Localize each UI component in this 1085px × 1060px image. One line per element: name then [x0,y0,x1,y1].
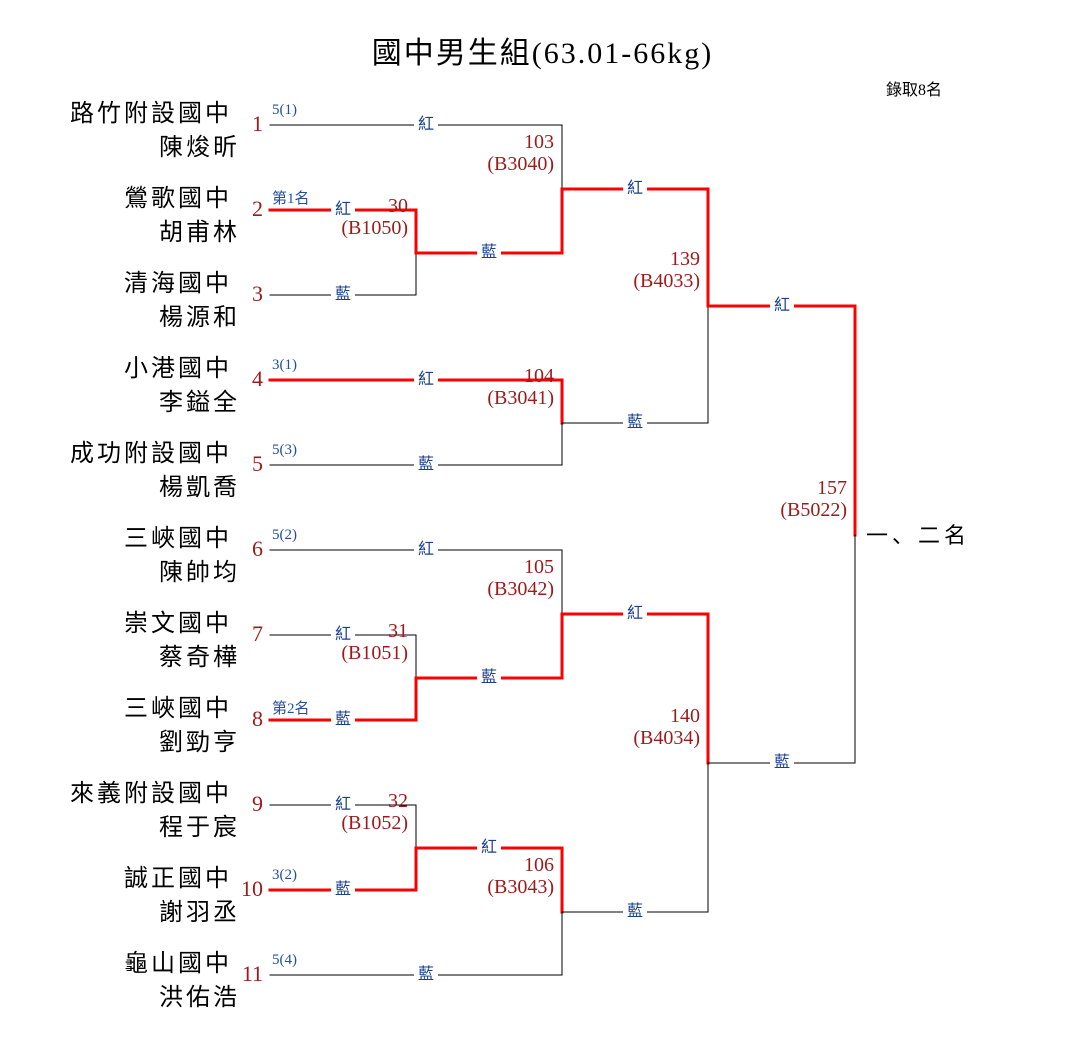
entry-seed-number: 5 [252,451,263,476]
entry-seed-number: 11 [241,961,263,986]
match-code: (B3041) [487,387,554,409]
corner-label-red: 紅 [414,371,439,389]
match-number: 157 [817,477,847,499]
corner-label-blue: 藍 [623,903,648,921]
entry-player: 蔡奇樺 [159,645,240,671]
entry-seed-number: 6 [252,536,263,561]
entry-note: 3(1) [272,357,297,373]
match-number: 31 [388,620,408,642]
corner-label-blue: 藍 [331,711,356,729]
corner-label-red: 紅 [770,297,795,315]
match-code: (B3042) [487,578,554,600]
corner-label-blue: 藍 [477,669,502,687]
entry-note: 5(1) [272,102,297,118]
match-number: 104 [524,365,554,387]
qualifier-count: 錄取8名 [886,82,943,99]
corner-label-blue: 藍 [331,881,356,899]
entry-seed-number: 4 [252,366,263,391]
corner-label-red: 紅 [331,201,356,219]
entry-seed-number: 7 [252,621,263,646]
entry-school: 崇文國中 [124,611,232,637]
entry-player: 謝羽丞 [159,900,240,926]
final-placement-label: 一、二名 [866,523,971,548]
entry-player: 程于宸 [159,815,240,841]
match-label: 30(B1050) [341,195,408,239]
entry-note: 第2名 [272,701,310,717]
match-code: (B4034) [633,727,700,749]
corner-label-red: 紅 [331,626,356,644]
corner-label-red: 紅 [477,839,502,857]
entry-player: 劉勁亨 [159,730,240,756]
match-label: 106(B3043) [487,854,554,898]
entry-seed-number: 1 [252,111,263,136]
entry-school: 三峽國中 [124,526,232,552]
entry-school: 誠正國中 [124,866,232,892]
entry-player: 陳帥均 [159,560,240,586]
match-label: 104(B3041) [487,365,554,409]
match-label: 31(B1051) [341,620,408,664]
entry-school: 來義附設國中 [70,781,232,807]
entry-player: 胡甫林 [159,220,240,246]
corner-label-blue: 藍 [623,414,648,432]
match-number: 139 [670,248,700,270]
entry-seed-number: 3 [252,281,263,306]
match-number: 140 [670,705,700,727]
match-code: (B1051) [341,642,408,664]
match-number: 32 [388,790,408,812]
match-label: 157(B5022) [780,477,847,521]
entry-note: 5(4) [272,952,297,968]
match-code: (B4033) [633,270,700,292]
match-code: (B3040) [487,153,554,175]
match-label: 32(B1052) [341,790,408,834]
match-number: 103 [524,131,554,153]
entry-seed-number: 2 [252,196,263,221]
entry-school: 清海國中 [124,271,232,297]
match-label: 105(B3042) [487,556,554,600]
entry-seed-number: 8 [252,706,263,731]
match-label: 103(B3040) [487,131,554,175]
entry-school: 鶯歌國中 [124,186,232,212]
match-code: (B3043) [487,876,554,898]
bracket-title: 國中男生組(63.01-66kg) [371,37,714,70]
entry-note: 5(3) [272,442,297,458]
entry-school: 小港國中 [124,356,232,382]
entry-note: 3(2) [272,867,297,883]
match-code: (B1050) [341,217,408,239]
entry-note: 5(2) [272,527,297,543]
corner-label-red: 紅 [623,605,648,623]
entry-school: 路竹附設國中 [70,101,232,127]
entry-player: 楊凱喬 [159,475,240,501]
corner-label-red: 紅 [623,180,648,198]
entry-player: 洪佑浩 [159,985,240,1011]
corner-label-red: 紅 [414,541,439,559]
entry-player: 李鎰全 [159,390,240,416]
match-number: 30 [388,195,408,217]
match-code: (B5022) [780,499,847,521]
entry-player: 陳焌昕 [159,135,240,161]
entry-school: 成功附設國中 [70,441,232,467]
entry-player: 楊源和 [159,305,240,331]
entry-school: 龜山國中 [124,951,232,977]
match-label: 140(B4034) [633,705,700,749]
corner-label-red: 紅 [414,116,439,134]
entry-school: 三峽國中 [124,696,232,722]
entry-note: 第1名 [272,191,310,207]
match-number: 105 [524,556,554,578]
corner-label-blue: 藍 [414,456,439,474]
corner-label-blue: 藍 [477,244,502,262]
entry-seed-number: 9 [252,791,263,816]
match-number: 106 [524,854,554,876]
corner-label-blue: 藍 [414,966,439,984]
match-label: 139(B4033) [633,248,700,292]
entry-seed-number: 10 [241,876,263,901]
corner-label-blue: 藍 [770,754,795,772]
match-code: (B1052) [341,812,408,834]
corner-label-blue: 藍 [331,286,356,304]
corner-label-red: 紅 [331,796,356,814]
